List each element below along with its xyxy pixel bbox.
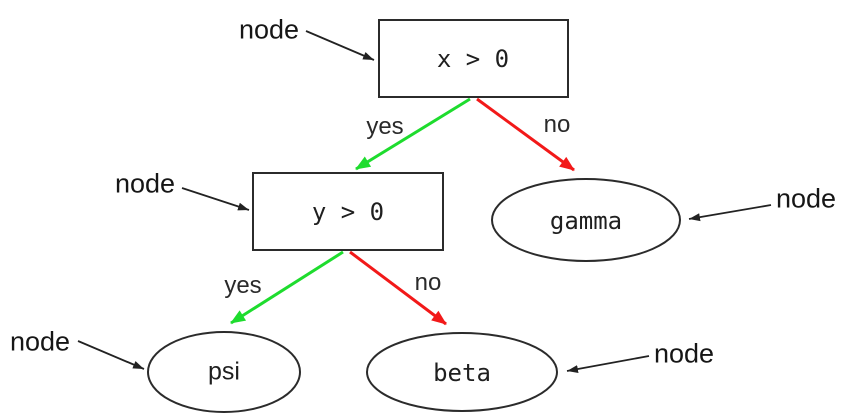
annotation-arrow-y bbox=[181, 187, 250, 211]
annotation-arrow-gamma bbox=[688, 204, 772, 222]
edge-label-no-2: no bbox=[414, 269, 442, 296]
node-shape-psi bbox=[147, 331, 301, 413]
edge-no-root-to-gamma bbox=[476, 97, 575, 172]
node-shape-root bbox=[378, 19, 569, 98]
node-shape-gamma bbox=[491, 178, 681, 262]
node-label-beta: beta bbox=[433, 359, 491, 387]
edge-yes-root-to-y bbox=[355, 97, 471, 171]
node-label-psi: psi bbox=[208, 357, 240, 386]
node-label-gamma: gamma bbox=[549, 207, 623, 235]
edge-yes-y-to-psi bbox=[230, 250, 344, 325]
annotation-arrow-psi bbox=[77, 340, 145, 370]
annotation-arrow-beta bbox=[566, 355, 650, 373]
node-label-y: y > 0 bbox=[311, 198, 385, 226]
annotation-label-psi: node bbox=[9, 326, 71, 357]
annotation-label-beta: node bbox=[653, 338, 715, 369]
annotation-label-root: node bbox=[238, 14, 300, 45]
node-shape-y bbox=[252, 172, 444, 251]
annotation-label-y: node bbox=[114, 168, 176, 199]
node-label-root: x > 0 bbox=[436, 45, 510, 73]
edge-label-yes-1: yes bbox=[366, 113, 404, 140]
edge-label-yes-2: yes bbox=[224, 272, 262, 299]
edge-no-y-to-beta bbox=[349, 250, 447, 326]
edge-label-no-1: no bbox=[543, 111, 571, 138]
annotation-label-gamma: node bbox=[775, 183, 837, 214]
node-shape-beta bbox=[366, 332, 558, 412]
annotation-arrow-root bbox=[305, 30, 375, 61]
